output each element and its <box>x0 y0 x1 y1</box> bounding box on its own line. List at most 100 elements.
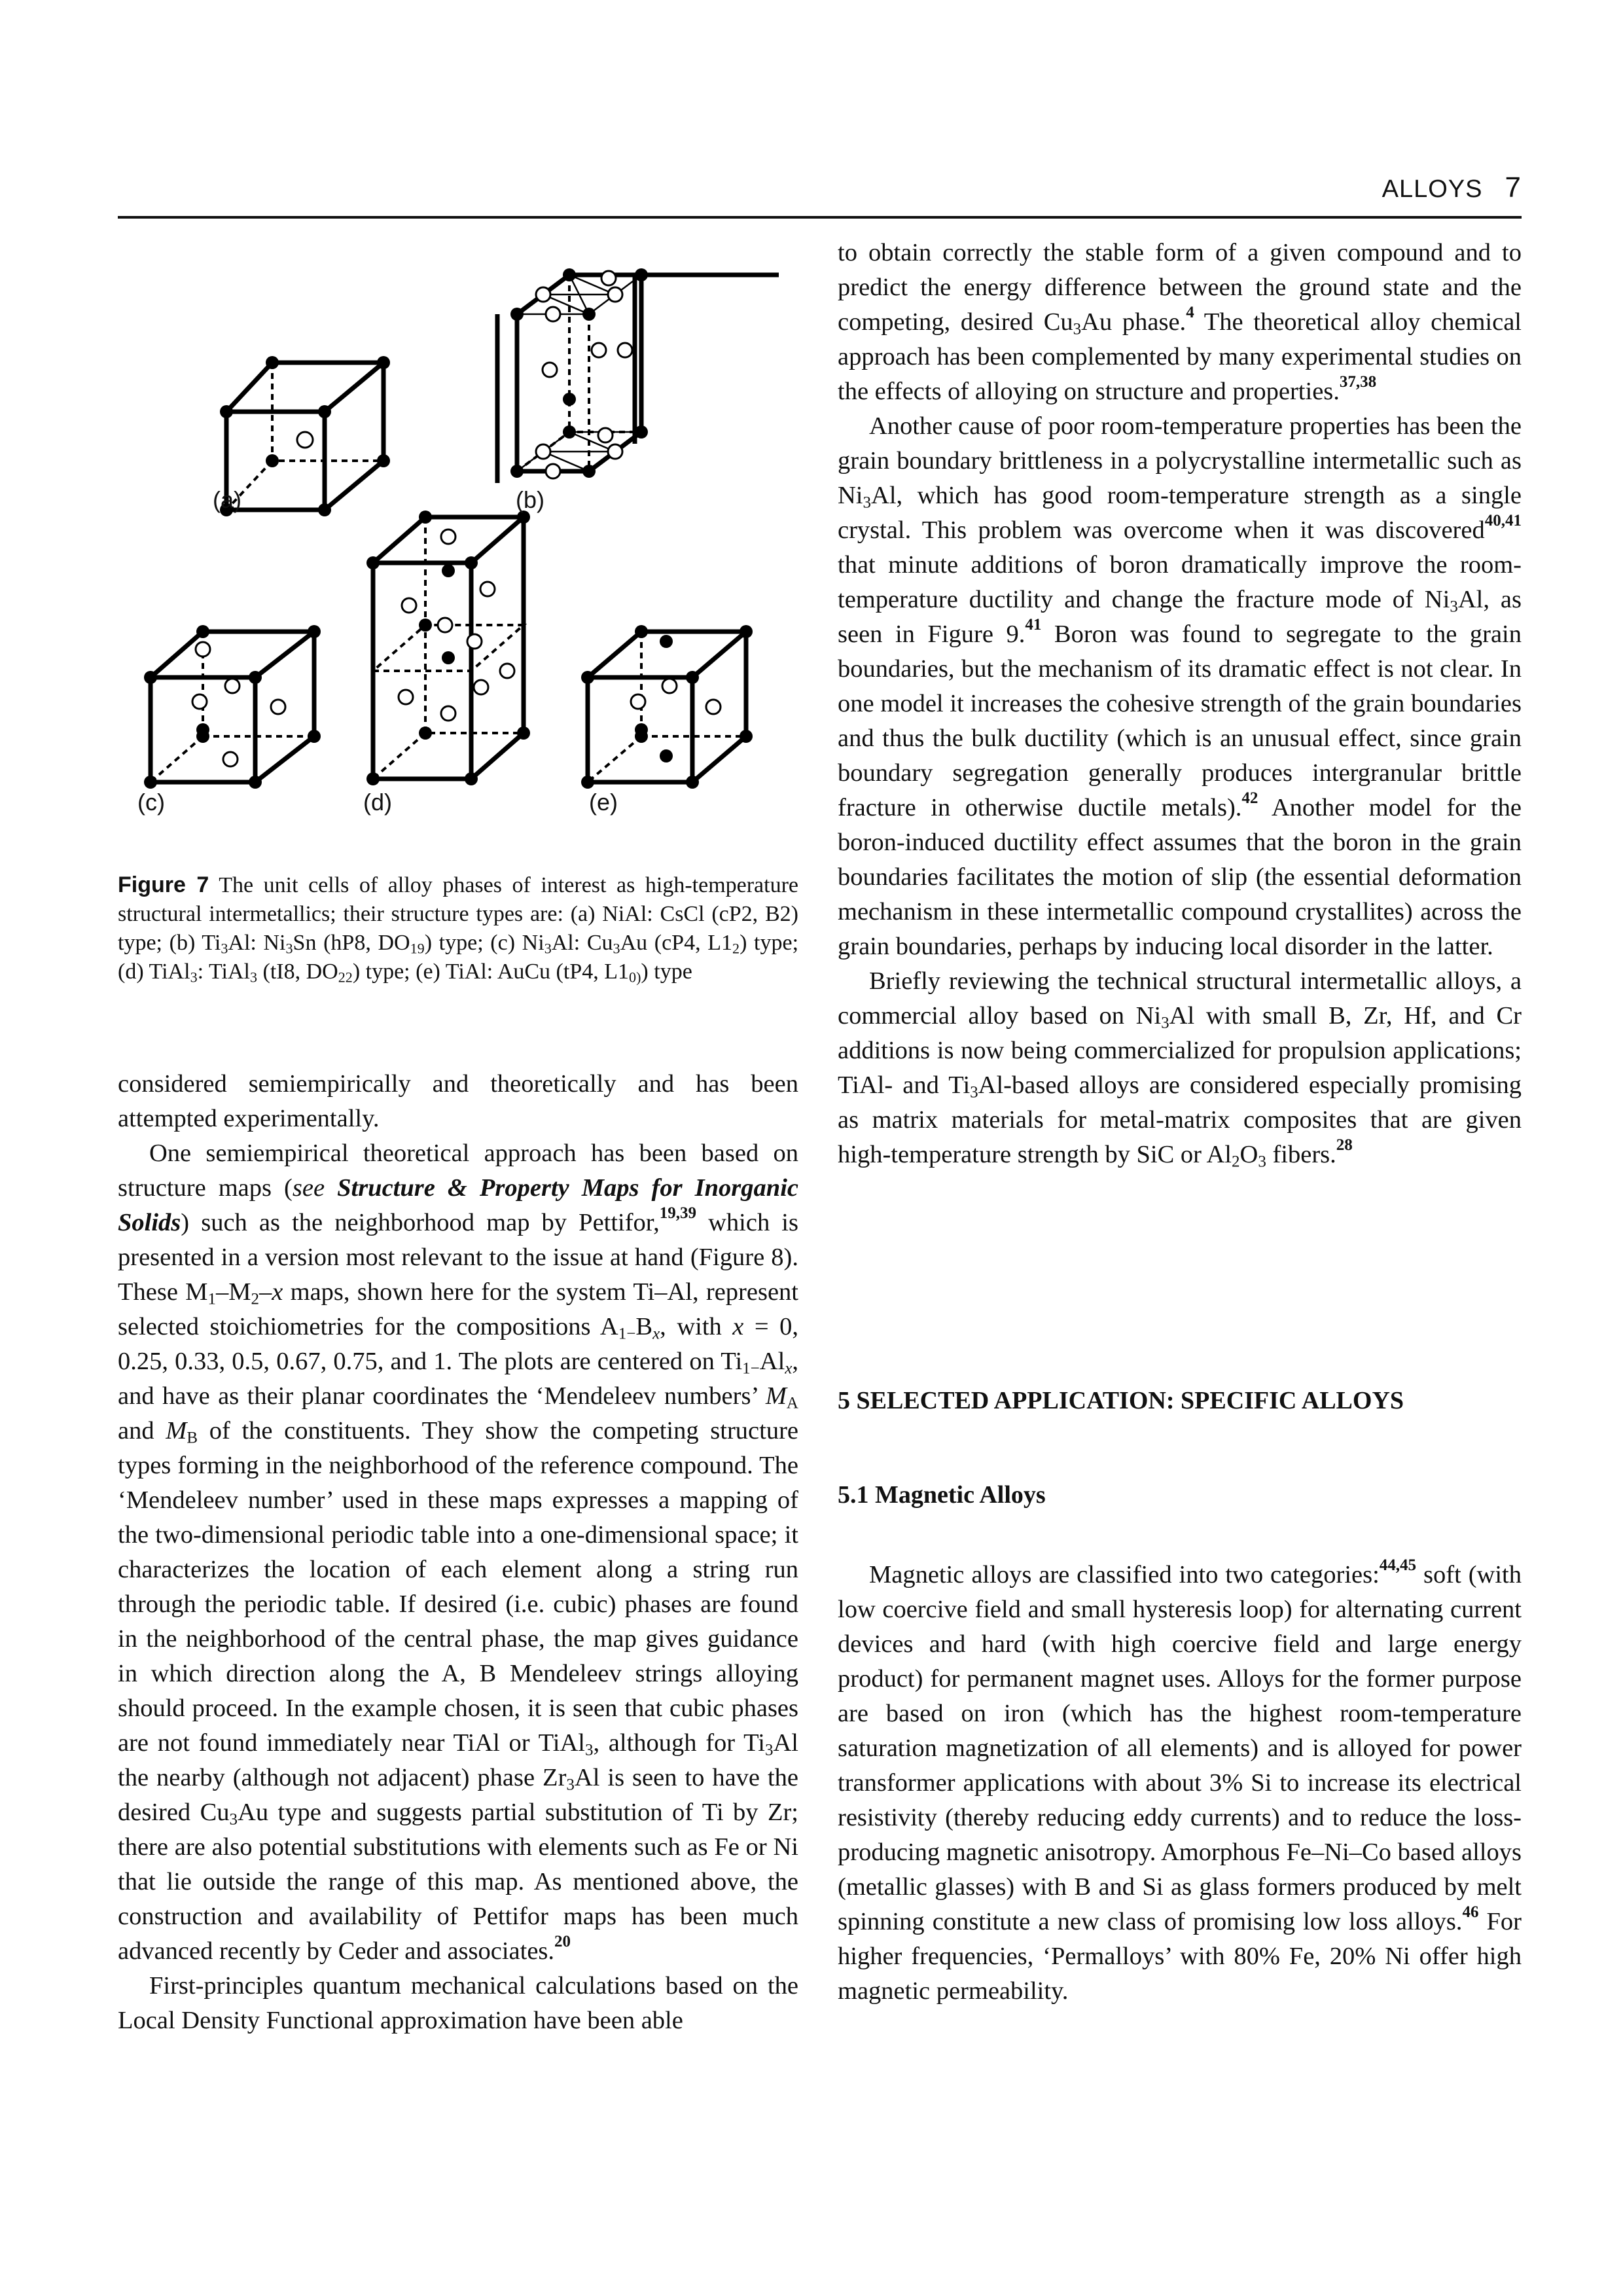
sub: 2 <box>1232 1153 1240 1171</box>
text: , although for Ti <box>593 1729 765 1757</box>
text: Briefly reviewing the technical structur… <box>838 967 1522 1030</box>
text: M <box>765 1382 787 1410</box>
citation: 40,41 <box>1484 512 1522 530</box>
text: x <box>732 1313 744 1340</box>
text: maps, shown here for the system Ti–Al, r… <box>118 1278 798 1340</box>
sub: 3 <box>1450 598 1458 616</box>
text: see <box>292 1174 325 1202</box>
text: –M <box>215 1278 251 1306</box>
header-rule <box>118 216 1522 219</box>
paragraph: First-principles quantum mechanical calc… <box>118 1972 798 2034</box>
text: , with <box>660 1313 733 1340</box>
cross-reference-link[interactable]: Structure & Property Maps for Inorganic … <box>118 1174 798 1236</box>
citation: 42 <box>1241 789 1258 808</box>
unit-cell-d <box>366 511 530 785</box>
text: , and have as their planar coordinates t… <box>118 1348 798 1410</box>
sub: 22 <box>338 969 353 986</box>
text: Au phase. <box>1081 308 1186 336</box>
sub: B <box>187 1429 198 1447</box>
sub: 1− <box>742 1359 760 1378</box>
sub: x <box>785 1359 793 1378</box>
text: Magnetic alloys are classified into two … <box>869 1561 1380 1588</box>
text: soft (with low coercive field and small … <box>838 1561 1522 1935</box>
sub: 3 <box>285 940 293 957</box>
text: Another model for the boron-induced duct… <box>838 794 1522 960</box>
section-heading-5: 5 SELECTED APPLICATION: SPECIFIC ALLOYS <box>838 1387 1404 1414</box>
right-column: to obtain correctly the stable form of a… <box>838 236 1522 1172</box>
caption-text: Sn (hP8, DO <box>293 931 410 955</box>
text: that minute additions of boron dramatica… <box>838 551 1522 613</box>
sub: 3 <box>221 940 228 957</box>
citation: 28 <box>1336 1136 1353 1155</box>
sub: 3 <box>1161 1014 1169 1032</box>
text: x <box>272 1278 283 1306</box>
unit-cell-diagrams: .e { stroke:#000; stroke-width:7; fill:n… <box>144 268 779 789</box>
sub: 3 <box>863 493 872 512</box>
caption-text: ) type; (d) TiAl <box>118 931 799 984</box>
caption-text: : TiAl <box>197 960 250 984</box>
sub: 19 <box>410 940 425 957</box>
text: Another cause of poor room-temperature p… <box>838 412 1522 509</box>
citation: 37,38 <box>1339 373 1377 391</box>
sub: 2 <box>251 1290 259 1308</box>
text: B <box>635 1313 653 1340</box>
section-heading-5-1: 5.1 Magnetic Alloys <box>838 1481 1046 1509</box>
citation: 19,39 <box>659 1204 697 1223</box>
sub: 0) <box>629 969 641 986</box>
caption-text: Au (cP4, L1 <box>620 931 733 955</box>
unit-cell-e <box>581 625 753 789</box>
paragraph: One semiempirical theoretical approach h… <box>118 1136 798 1969</box>
text: Al, as seen in Figure 9. <box>838 586 1522 648</box>
panel-label-d: (d) <box>363 789 392 816</box>
figure-7: .e { stroke:#000; stroke-width:7; fill:n… <box>118 249 798 838</box>
paragraph: to obtain correctly the stable form of a… <box>838 236 1522 409</box>
paragraph: Briefly reviewing the technical structur… <box>838 964 1522 1172</box>
citation: 20 <box>554 1933 571 1951</box>
sub: 3 <box>1073 320 1082 338</box>
sub: 3 <box>970 1083 978 1102</box>
right-column-section-5-1: Magnetic alloys are classified into two … <box>838 1556 1522 2009</box>
caption-text: ) type; (c) Ni <box>424 931 544 955</box>
unit-cell-c <box>144 625 321 789</box>
caption-tag: Figure 7 <box>118 872 209 897</box>
text: and <box>118 1417 166 1444</box>
paragraph: considered semiempirically and theoretic… <box>118 1070 798 1132</box>
sub: 3 <box>1258 1153 1266 1171</box>
figure-caption: Figure 7 The unit cells of alloy phases … <box>118 870 798 986</box>
text: of the constituents. They show the compe… <box>118 1417 798 1757</box>
sub: 3 <box>584 1741 594 1759</box>
text: = 0, 0.25, 0.33, 0.5, 0.67, 0.75, and 1.… <box>118 1313 798 1375</box>
text: The theoretical alloy chemical approach … <box>838 308 1522 405</box>
text: Al is seen to have the desired Cu <box>118 1764 799 1826</box>
panel-label-e: (e) <box>589 789 618 816</box>
sub: 3 <box>190 969 198 986</box>
sub: 1 <box>207 1290 216 1308</box>
sub: A <box>786 1394 798 1412</box>
text: Al <box>759 1348 785 1375</box>
page-number: 7 <box>1505 171 1522 204</box>
text: which is presented in a version most rel… <box>118 1209 798 1306</box>
caption-text: ) type <box>641 960 692 984</box>
sub: 1− <box>618 1325 636 1343</box>
text: Au type and suggests partial substitutio… <box>118 1799 799 1965</box>
caption-text: (tI8, DO <box>257 960 338 984</box>
paragraph: Magnetic alloys are classified into two … <box>838 1556 1522 2009</box>
text: fibers. <box>1266 1141 1336 1168</box>
text: M <box>166 1417 187 1444</box>
citation: 44,45 <box>1379 1556 1417 1575</box>
sub: 3 <box>229 1810 238 1829</box>
sub: 3 <box>544 940 552 957</box>
sub: 2 <box>732 940 740 957</box>
caption-text: ) type; (e) TiAl: AuCu (tP4, L1 <box>352 960 630 984</box>
text: One semiempirical theoretical approach h… <box>118 1139 798 1202</box>
text: – <box>259 1278 272 1306</box>
sub: 3 <box>566 1776 575 1794</box>
text: Al with small B, Zr, Hf, and Cr addition… <box>838 1002 1522 1099</box>
panel-label-c: (c) <box>137 789 165 816</box>
citation: 4 <box>1186 304 1194 322</box>
paragraph: Another cause of poor room-temperature p… <box>838 409 1522 964</box>
unit-cell-b <box>495 268 779 483</box>
text: O <box>1240 1141 1258 1168</box>
left-column: considered semiempirically and theoretic… <box>118 1067 798 2038</box>
